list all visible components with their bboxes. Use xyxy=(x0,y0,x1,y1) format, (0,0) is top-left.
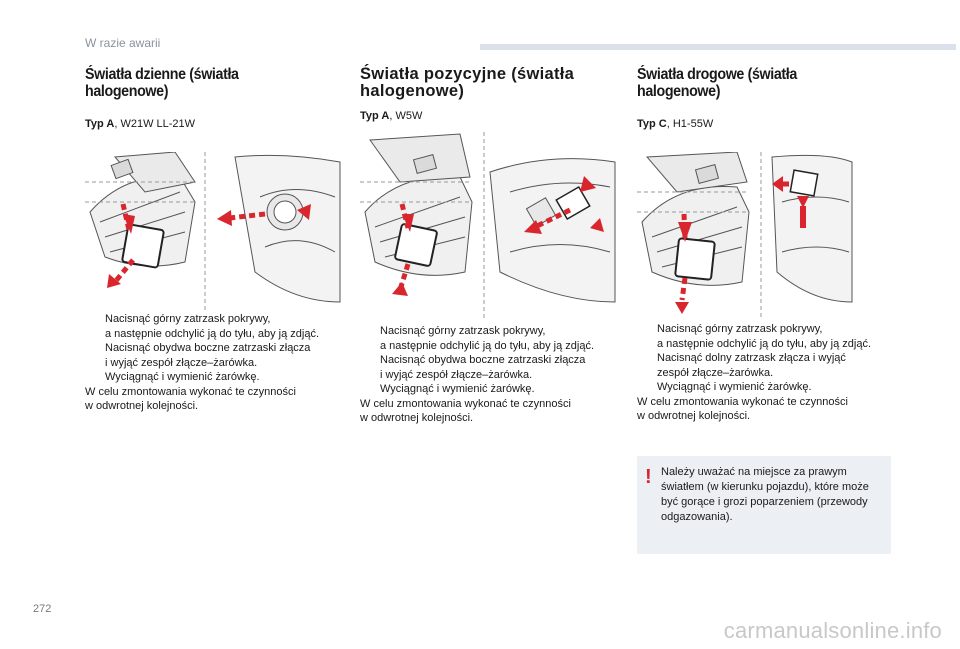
instruction-item: Nacisnąć obydwa boczne zatrzaski złącza … xyxy=(85,341,345,370)
instruction-item: Nacisnąć górny zatrzask pokrywy, a nastę… xyxy=(360,324,622,353)
instruction-text: Nacisnąć górny zatrzask pokrywy, a nastę… xyxy=(380,325,595,352)
bulb-type-label: Typ C xyxy=(637,118,667,130)
headlamp-illustration xyxy=(85,152,345,312)
bulb-type-label: Typ A xyxy=(85,118,115,130)
instruction-item: Wyciągnąć i wymienić żarówkę. xyxy=(360,382,622,397)
exclamation-icon: ! xyxy=(645,466,652,488)
instruction-text: Wyciągnąć i wymienić żarówkę. xyxy=(380,383,535,395)
bulb-type-line: Typ C, H1-55W xyxy=(637,118,899,130)
bulb-type-line: Typ A, W21W LL-21W xyxy=(85,118,345,130)
instruction-item: Nacisnąć dolny zatrzask złącza i wyjąć z… xyxy=(637,351,899,380)
instruction-item: Nacisnąć górny zatrzask pokrywy, a nastę… xyxy=(85,312,345,341)
bulb-type-value: , H1-55W xyxy=(666,118,714,130)
column-daytime-lights: Światła dzienne (światła halogenowe) Typ… xyxy=(85,66,345,414)
warning-text: Należy uważać na miejsce za prawym świat… xyxy=(661,466,869,523)
watermark: carmanualsonline.info xyxy=(723,618,942,643)
warning-box: ! Należy uważać na miejsce za prawym świ… xyxy=(637,456,891,554)
headlamp-illustration xyxy=(637,152,899,322)
section-title: Światła drogowe (światła halogenowe) xyxy=(637,66,797,100)
instruction-text: Nacisnąć obydwa boczne zatrzaski złącza … xyxy=(105,342,311,369)
instruction-text: Wyciągnąć i wymienić żarówkę. xyxy=(657,381,812,393)
instruction-text: Nacisnąć górny zatrzask pokrywy, a nastę… xyxy=(105,313,320,340)
reassembly-note: W celu zmontowania wykonać te czynności … xyxy=(360,397,571,425)
bulb-type-line: Typ A, W5W xyxy=(360,110,622,122)
instruction-list: Nacisnąć górny zatrzask pokrywy, a nastę… xyxy=(637,322,899,395)
instruction-item: Nacisnąć górny zatrzask pokrywy, a nastę… xyxy=(637,322,899,351)
instruction-item: Wyciągnąć i wymienić żarówkę. xyxy=(85,370,345,385)
instruction-text: Nacisnąć dolny zatrzask złącza i wyjąć z… xyxy=(657,352,846,379)
bulb-type-value: , W21W LL-21W xyxy=(114,118,196,130)
bulb-type-label: Typ A xyxy=(360,110,390,122)
section-header: W razie awarii xyxy=(85,36,161,50)
section-title: Światła pozycyjne (światła halogenowe) xyxy=(360,65,575,100)
section-title: Światła dzienne (światła halogenowe) xyxy=(85,66,239,100)
instruction-text: Nacisnąć górny zatrzask pokrywy, a nastę… xyxy=(657,323,872,350)
reassembly-note: W celu zmontowania wykonać te czynności … xyxy=(85,385,296,413)
instruction-item: Wyciągnąć i wymienić żarówkę. xyxy=(637,380,899,395)
bulb-type-value: , W5W xyxy=(389,110,423,122)
header-bar xyxy=(480,44,956,50)
page-number: 272 xyxy=(33,603,52,615)
instruction-item: Nacisnąć obydwa boczne zatrzaski złącza … xyxy=(360,353,622,382)
column-high-beam: Światła drogowe (światła halogenowe) Typ… xyxy=(637,66,899,424)
instruction-text: Nacisnąć obydwa boczne zatrzaski złącza … xyxy=(380,354,586,381)
instruction-text: Wyciągnąć i wymienić żarówkę. xyxy=(105,371,260,383)
column-position-lights: Światła pozycyjne (światła halogenowe) T… xyxy=(360,66,622,426)
reassembly-note: W celu zmontowania wykonać te czynności … xyxy=(637,395,848,423)
headlamp-illustration xyxy=(360,132,622,320)
instruction-list: Nacisnąć górny zatrzask pokrywy, a nastę… xyxy=(360,324,622,397)
instruction-list: Nacisnąć górny zatrzask pokrywy, a nastę… xyxy=(85,312,345,385)
